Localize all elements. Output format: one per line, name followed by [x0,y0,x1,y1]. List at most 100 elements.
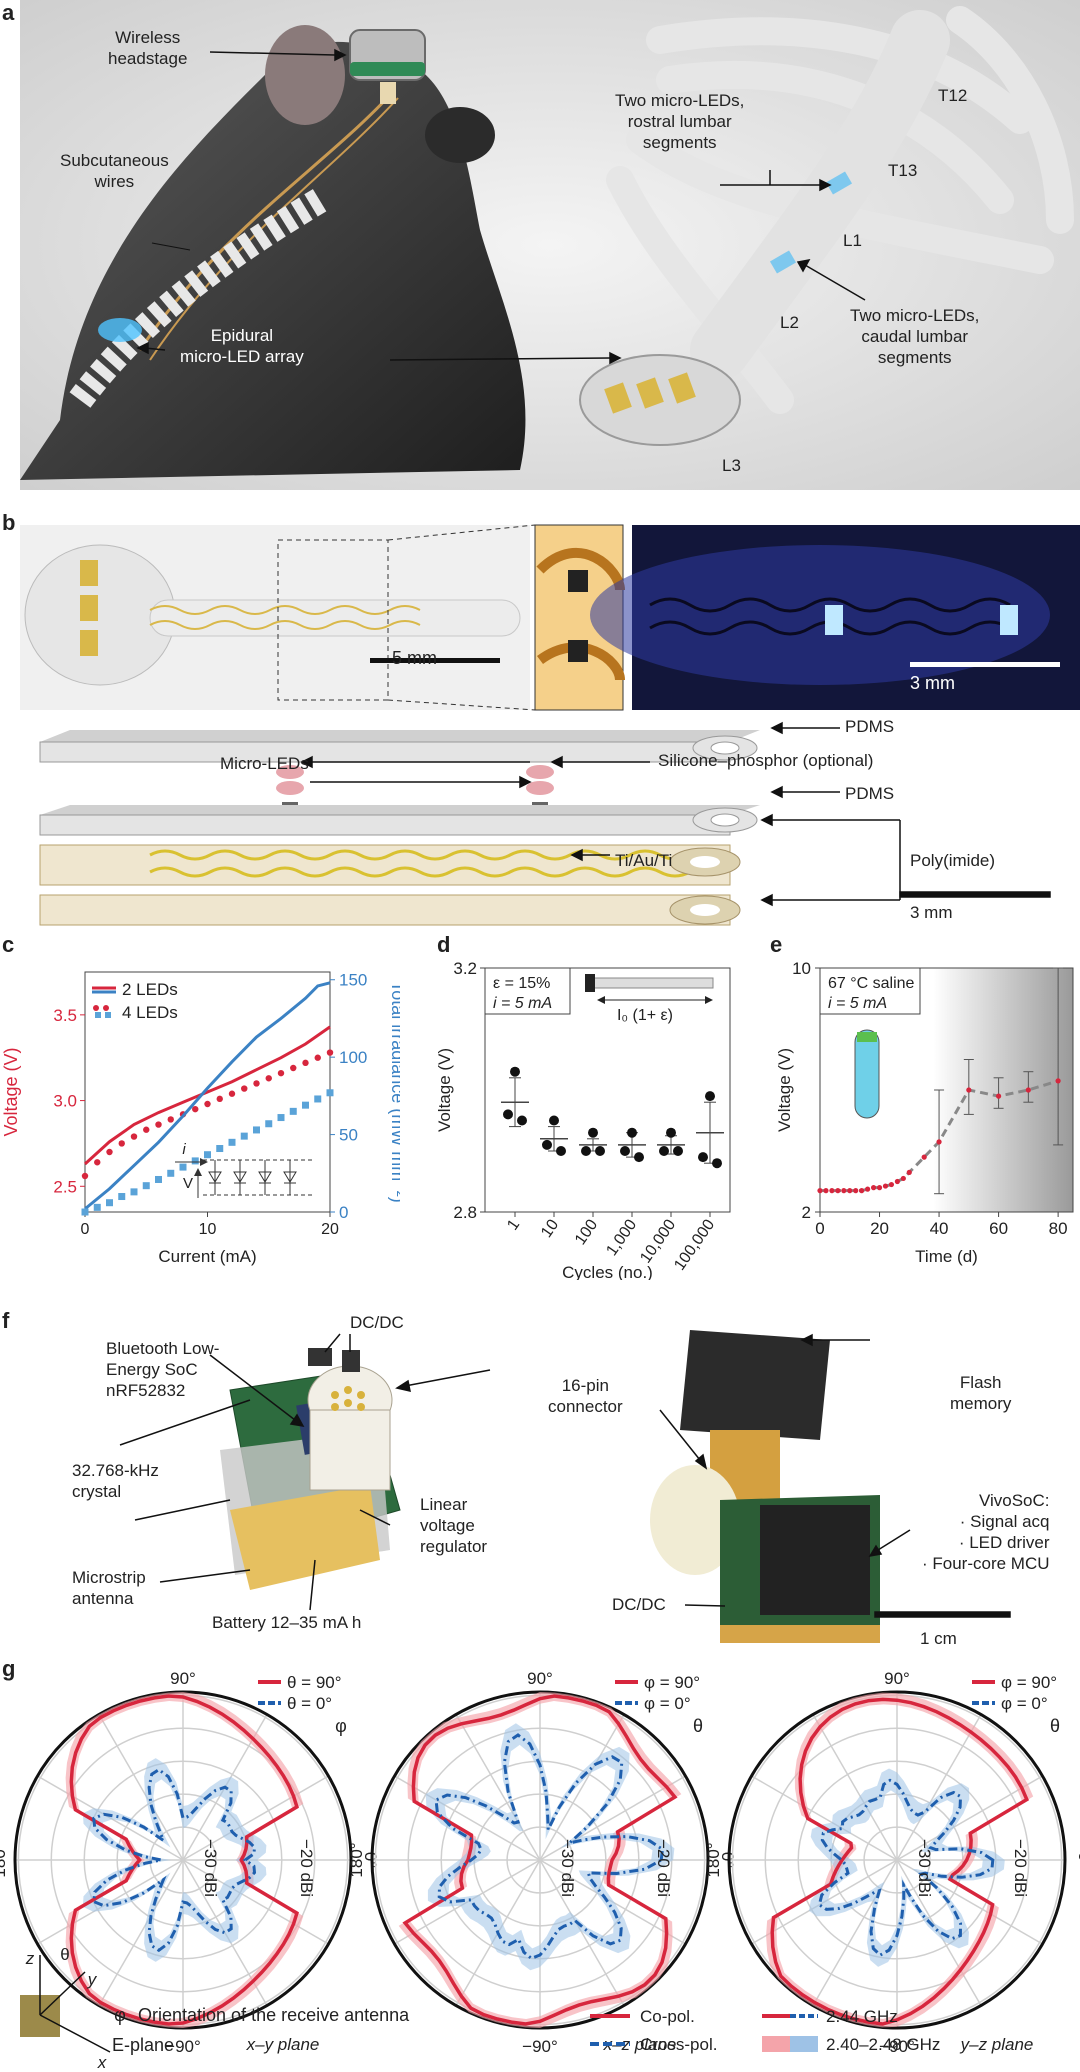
x-tick-label: 0 [815,1219,824,1238]
co-pol-curve [770,1697,1030,2026]
mean-point [876,1185,883,1191]
polar-axis-symbol: θ [693,1716,703,1736]
headstage-photos [119,1330,1011,1643]
strain-connector-icon [585,974,595,992]
series-point [290,1064,297,1072]
condition-box [484,967,571,1015]
x-tick-label: 60 [989,1219,1008,1238]
series-point [155,1175,162,1183]
panel-f-photos [20,1310,1080,1660]
series-point [204,1151,211,1159]
panel-label-b: b [2,510,16,535]
y-tick-label: 2 [802,1203,811,1222]
orient-phi: φ [114,2005,126,2025]
series-point [302,1059,309,1067]
data-point [712,1158,722,1169]
series-point [228,1138,236,1146]
y2-tick-label: 50 [339,1126,358,1145]
mean-point [894,1178,900,1185]
ring-label-minus20: −20 dBi [654,1839,673,1897]
label-polyimide: Poly(imide) [910,851,996,870]
y-tick-label: 10 [792,959,811,978]
axis-x [39,2014,111,2053]
x-tick-label: 20 [321,1221,339,1238]
angle-label-minus90: −90° [522,2037,558,2056]
condition-temperature: 67 °C saline [828,975,915,992]
legend-band: 2.40–2.48 GHz [826,2035,940,2054]
series-point [143,1126,150,1133]
series-point [204,1100,211,1108]
current-arrowhead [200,1158,208,1166]
strain-label: I₀ (1+ ε) [617,1007,673,1024]
mean-point [882,1183,889,1189]
data-point [659,1146,669,1156]
legend-co-label: θ = 90° [287,1673,342,1692]
label-silicone-phosphor: Silicone–phosphor (optional) [658,751,874,770]
y2-tick-label: 150 [339,971,367,990]
orient-theta: θ [60,1945,69,1964]
axis-y [39,1971,86,2016]
series-point [167,1169,175,1177]
scale-3mm-layers: 3 mm [910,903,953,922]
data-point [705,1091,715,1102]
mean-point [966,1087,972,1093]
inset-voltage-label: V [183,1175,193,1192]
x-tick-label: 100,000 [671,1216,718,1273]
series-point [326,1049,334,1056]
mean-point [817,1188,823,1194]
cross-pol-band [425,1723,675,1971]
polar-outer-ring [727,1690,1067,2030]
panel-a-illustration [20,0,1080,500]
mean-point [1055,1078,1061,1084]
scale-3mm-photo: 3 mm [910,673,955,693]
test-tube-icon [854,1029,880,1119]
y-tick-label: 3.5 [53,1006,77,1025]
mouse-spine-illustration [20,0,1080,490]
panel-label-e: e [770,932,783,957]
x-tick-label: 20 [870,1219,889,1238]
ring-label-minus30: −30 dBi [915,1839,934,1897]
diode-icon [283,1171,297,1183]
plane-label: x–z plane [603,2035,677,2054]
y-tick-label: 3.0 [53,1092,77,1111]
data-point [634,1152,644,1163]
mean-point [936,1139,942,1145]
strain-arrowhead-left [597,996,605,1004]
x-axis-label: Cycles (no.) [562,1263,653,1280]
mean-point [995,1093,1002,1099]
angle-label-180: 180° [0,1842,9,1877]
data-point [666,1127,676,1138]
ring-label-minus30: −30 dBi [201,1839,220,1897]
diode-icon [258,1171,272,1183]
y-tick-label: 3.2 [453,959,477,978]
series-point [167,1116,174,1123]
implant-diagram [20,524,1080,926]
condition-box [819,967,921,1015]
series-point [253,1126,260,1134]
panel-label-c: c [2,932,15,957]
label-t13: T13 [888,161,918,180]
series-point [289,1107,297,1115]
angle-label-minus90: −90° [879,2037,915,2056]
series-point [302,1101,309,1109]
x-axis-label: Current (mA) [158,1247,256,1266]
diode-icon [233,1171,247,1183]
legend-swatch-4leds [103,1005,109,1011]
series-point [142,1182,150,1190]
x-axis-label: Time (d) [915,1247,978,1266]
legend-cross-label: φ = 0° [1001,1694,1048,1713]
scale-5mm: 5 mm [392,648,437,668]
x-tick-label: 100 [572,1216,601,1248]
data-point [627,1127,637,1138]
series-point [81,1172,89,1180]
mean-point [870,1185,877,1191]
plane-label: y–z plane [960,2035,1034,2054]
